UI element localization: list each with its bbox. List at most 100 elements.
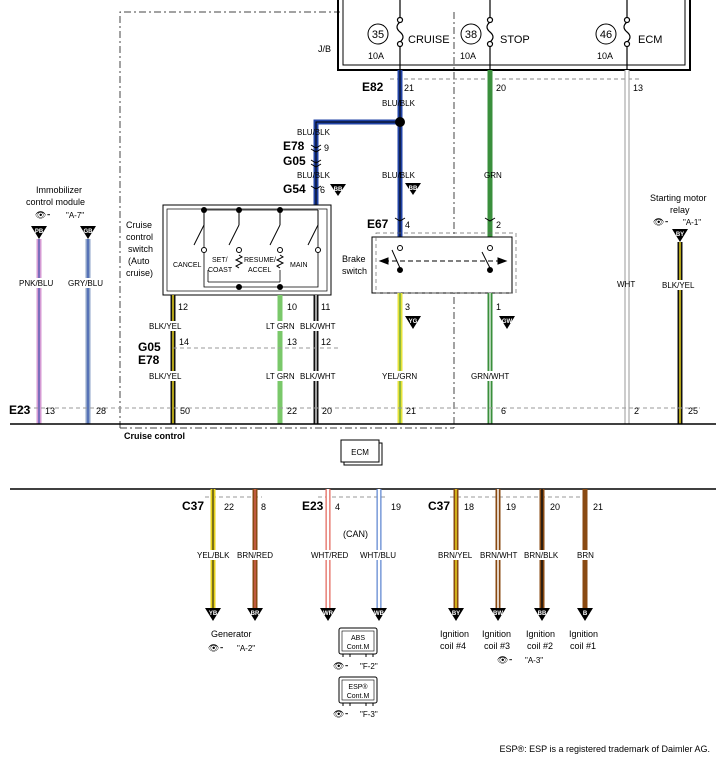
badge-text: B [583, 611, 588, 617]
label-bg [263, 371, 297, 381]
connector-c37: C37 [428, 499, 450, 513]
ecm-label: ECM [351, 448, 369, 457]
fuse-cruise: 35 CRUISE 10A [367, 23, 450, 61]
wire-label: WHT/BLU [360, 551, 396, 560]
connector-e78: E78 [283, 139, 305, 153]
caption-line: (Auto [128, 256, 150, 266]
pin-label: 3 [405, 302, 410, 312]
pin-label: 22 [287, 406, 297, 416]
module-name: coil #1 [570, 641, 596, 651]
label-bg [469, 371, 511, 381]
badge-text: BY [676, 232, 684, 238]
wire-label: YEL/BLK [197, 551, 230, 560]
footnote: ESP®: ESP is a registered trademark of D… [499, 744, 710, 754]
badge-wr: WR [320, 608, 336, 621]
pin-label: 1 [496, 302, 501, 312]
badge-text: YB [209, 611, 218, 617]
label-bg [522, 550, 562, 560]
wire-label: LT GRN [266, 322, 295, 331]
pin-label: 20 [496, 83, 506, 93]
eye-icon: 👁⁃ [333, 661, 349, 671]
ignition-coil-4: Ignition coil #4 [440, 629, 469, 651]
module-name: Cont.M [347, 644, 370, 651]
badge-text: WR [323, 611, 334, 617]
module-name: coil #4 [440, 641, 466, 651]
pin-label: 12 [321, 337, 331, 347]
module-name: Starting motor [650, 193, 707, 203]
wire-label: BLK/YEL [662, 281, 695, 290]
badge-text: GB [84, 229, 94, 235]
label-bg [380, 371, 420, 381]
wire-label: GRN [484, 171, 502, 180]
switch-label-resume: RESUME/ [244, 257, 276, 264]
fuse-stop: 38 STOP 10A [460, 23, 530, 61]
module-name: control module [26, 197, 85, 207]
cruise-switch-caption: Cruise control switch (Auto cruise) [126, 220, 153, 278]
pin-label: 6 [320, 185, 325, 195]
module-name: Cont.M [347, 693, 370, 700]
wire-label: GRN/WHT [471, 372, 509, 381]
eye-icon: 👁⁃ [497, 655, 513, 665]
eye-icon: 👁⁃ [333, 709, 349, 719]
wire-label: PNK/BLU [19, 279, 53, 288]
label-bg [358, 550, 400, 560]
switch-label-accel: ACCEL [248, 267, 271, 274]
wire-label: BLU/BLK [297, 128, 331, 137]
caption-line: switch [128, 244, 153, 254]
module-name: Immobilizer [36, 185, 82, 195]
pin-label: 4 [335, 502, 340, 512]
wire-label: GRY/BLU [68, 279, 103, 288]
label-bg [298, 371, 338, 381]
switch-label-set: SET/ [212, 257, 228, 264]
pin-label: 50 [180, 406, 190, 416]
caption-line: cruise) [126, 268, 153, 278]
generator: Generator 👁⁃ "A-2" [208, 629, 255, 653]
pin-label: 8 [261, 502, 266, 512]
badge-bb: BB [534, 608, 550, 621]
wire-label: BLU/BLK [382, 99, 416, 108]
badge-by: BY [672, 229, 688, 242]
module-name: Generator [211, 629, 252, 639]
label-bg [235, 550, 275, 560]
module-name: relay [670, 205, 690, 215]
wire-label: BRN [577, 551, 594, 560]
connector-g05: G05 [283, 154, 306, 168]
pin-label: 10 [287, 302, 297, 312]
cruise-control-region [119, 11, 455, 428]
label-bg [436, 550, 476, 560]
wire-label: LT GRN [266, 372, 295, 381]
module-name: coil #2 [527, 641, 553, 651]
fuse-name: ECM [638, 34, 662, 46]
ref-label: "F-3" [360, 710, 378, 719]
fuse-number: 38 [465, 29, 477, 41]
ignition-coil-3: Ignition coil #3 [482, 629, 511, 651]
starting-motor-relay: Starting motor relay 👁⁃ "A-1" [650, 193, 707, 227]
module-name: ESP® [348, 683, 368, 691]
connector-g05: G05 [138, 340, 161, 354]
badge-b: B [577, 608, 593, 621]
eye-icon: 👁⁃ [35, 210, 51, 220]
pin-label: 18 [464, 502, 474, 512]
wire-label: BLU/BLK [382, 171, 416, 180]
wire-label: BRN/YEL [438, 551, 473, 560]
pin-label: 22 [224, 502, 234, 512]
connector-g54: G54 [283, 182, 306, 196]
brake-switch-caption: Brake [342, 254, 366, 264]
fuse-name: STOP [500, 34, 530, 46]
connector-c37: C37 [182, 499, 204, 513]
pin-label: 6 [501, 406, 506, 416]
badge-bb: BB [405, 183, 421, 195]
label-bg [478, 550, 520, 560]
module-name: coil #3 [484, 641, 510, 651]
wire-label: WHT/RED [311, 551, 349, 560]
wire-label: BLK/YEL [149, 322, 182, 331]
pin-label: 14 [179, 337, 189, 347]
module-name: Ignition [569, 629, 598, 639]
fuse-number: 35 [372, 29, 384, 41]
pin-label: 2 [634, 406, 639, 416]
fuse-amps: 10A [368, 51, 384, 61]
fuse-number: 46 [600, 29, 612, 41]
abs-control-module: ABS Cont.M 👁⁃ "F-2" [333, 627, 378, 671]
label-bg [574, 550, 596, 560]
